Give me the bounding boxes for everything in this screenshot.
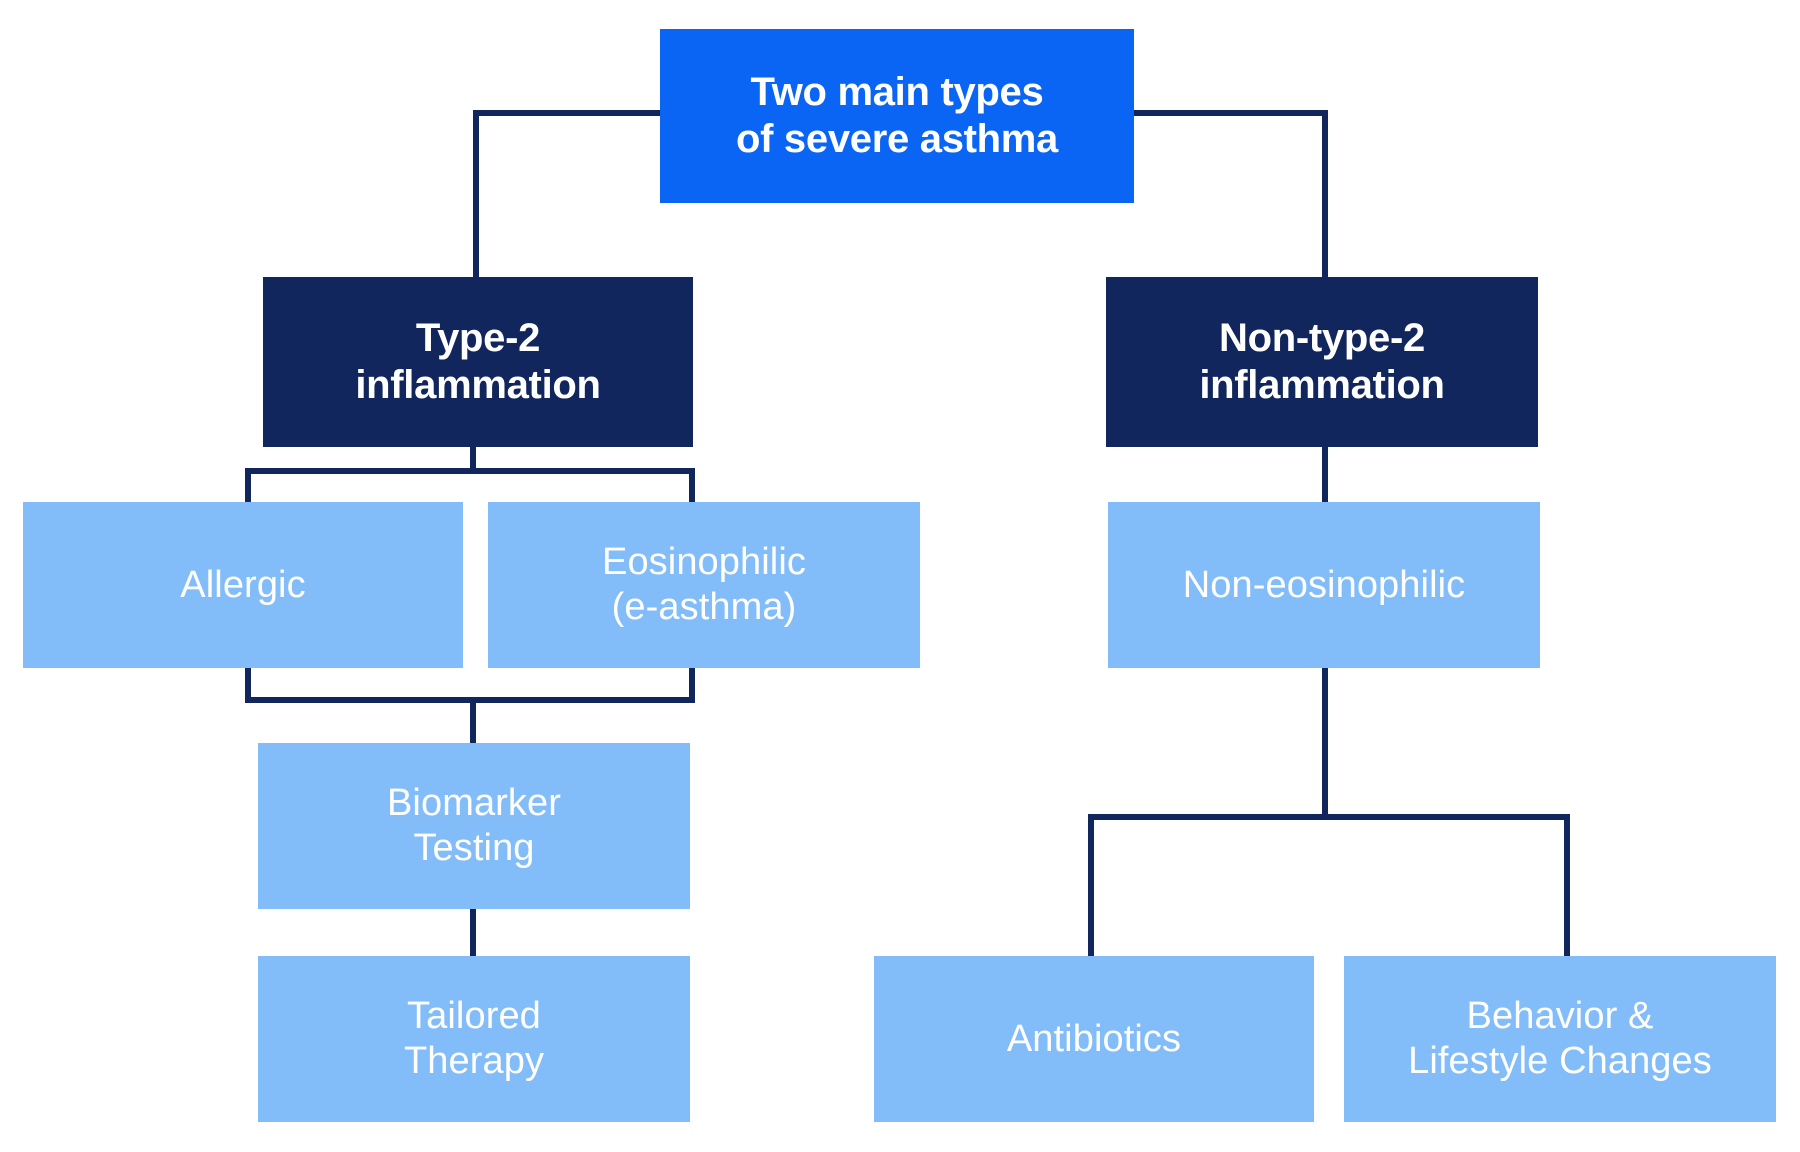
connector-type2-stem <box>470 446 476 474</box>
connector-root-to-nontype2 <box>1322 110 1328 280</box>
node-tailored-therapy[interactable]: Tailored Therapy <box>258 956 690 1122</box>
node-biomarker-testing[interactable]: Biomarker Testing <box>258 743 690 909</box>
node-allergic[interactable]: Allergic <box>23 502 463 668</box>
connector-biomarker-to-tailored <box>470 908 476 958</box>
connector-type2-to-allergic <box>245 468 251 504</box>
connector-type2-split <box>245 468 695 474</box>
connector-allergic-down <box>245 665 251 701</box>
connector-type2-to-eosinophilic <box>689 468 695 504</box>
connector-root-to-type2 <box>473 110 479 280</box>
connector-root-horizontal-right <box>1128 110 1328 116</box>
connector-nontype2-to-noneosinophilic <box>1322 446 1328 504</box>
connector-noneosinophilic-stem <box>1322 665 1328 819</box>
node-antibiotics[interactable]: Antibiotics <box>874 956 1314 1122</box>
connector-merge-stem-biomarker <box>470 697 476 745</box>
node-root-two-main-types[interactable]: Two main types of severe asthma <box>660 29 1134 203</box>
connector-root-horizontal-left <box>473 110 665 116</box>
connector-eosinophilic-down <box>689 665 695 701</box>
node-non-type-2-inflammation[interactable]: Non-type-2 inflammation <box>1106 277 1538 447</box>
connector-to-behavior <box>1564 814 1570 958</box>
connector-noneosinophilic-split <box>1088 814 1570 820</box>
node-non-eosinophilic[interactable]: Non-eosinophilic <box>1108 502 1540 668</box>
node-eosinophilic[interactable]: Eosinophilic (e-asthma) <box>488 502 920 668</box>
node-behavior-lifestyle-changes[interactable]: Behavior & Lifestyle Changes <box>1344 956 1776 1122</box>
connector-to-antibiotics <box>1088 814 1094 958</box>
node-type-2-inflammation[interactable]: Type-2 inflammation <box>263 277 693 447</box>
